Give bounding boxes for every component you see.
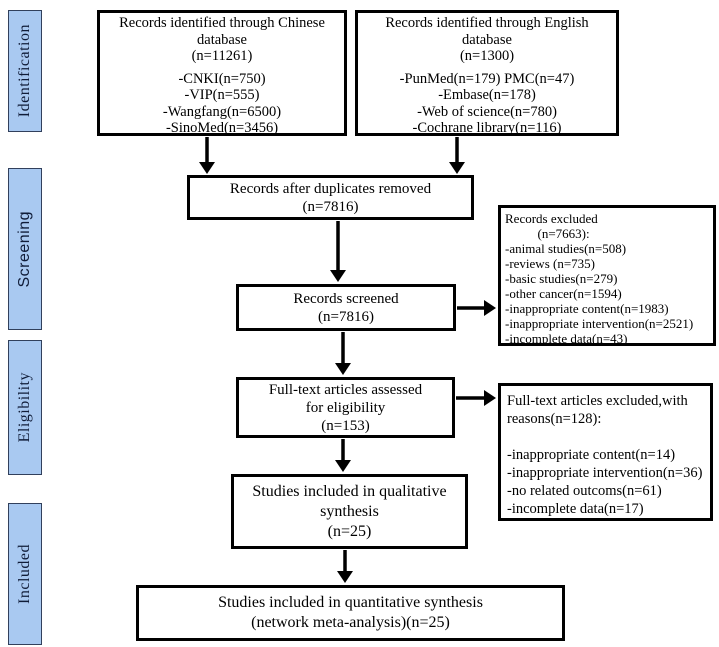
text-line: Full-text articles excluded,with: [507, 393, 688, 409]
stage-eligibility-label: Eligibility: [16, 372, 33, 443]
stage-included-label: Included: [16, 544, 33, 604]
text-line: -reviews (n=735): [505, 256, 595, 271]
text-line: -Web of science(n=780): [417, 103, 557, 120]
text-line: (n=7816): [318, 308, 374, 325]
text-line: (n=11261): [191, 48, 253, 64]
arrow-english-to-duplicates: [449, 137, 465, 174]
text-line: -incomplete data(n=43): [505, 331, 628, 346]
box-records-excluded: Records excluded (n=7663):-animal studie…: [498, 205, 716, 346]
box-duplicates-removed: Records after duplicates removed(n=7816): [187, 175, 474, 220]
text-line: database: [462, 31, 512, 48]
box-records-screened: Records screened(n=7816): [236, 284, 456, 331]
box-items: -CNKI(n=750)-VIP(n=555)-Wangfang(n=6500)…: [100, 71, 344, 137]
text-line: -VIP(n=555): [184, 87, 260, 103]
text-line: Records screened: [293, 290, 399, 307]
text-line: database: [197, 31, 247, 48]
text-line: Records after duplicates removed: [229, 180, 432, 197]
stage-identification-label: Identification: [16, 24, 33, 118]
text-line: -CNKI(n=750): [178, 70, 266, 87]
text-line: Full-text articles assessed: [268, 381, 423, 398]
text-line: -no related outcoms(n=61): [507, 483, 662, 499]
text-line: -basic studies(n=279): [505, 271, 618, 286]
text-line: Studies included in qualitative: [252, 482, 447, 500]
text-line: -inappropriate content(n=1983): [505, 301, 669, 316]
stage-identification: Identification: [8, 10, 42, 132]
text-line: Records excluded: [505, 211, 598, 226]
box-qualitative-synthesis: Studies included in qualitative synthesis…: [231, 474, 468, 549]
arrow-fulltext-to-excluded: [456, 390, 496, 406]
text-line: -animal studies(n=508): [505, 241, 627, 256]
box-text: Full-text articles excluded,with reasons(…: [507, 392, 704, 518]
stage-screening: Screening: [8, 168, 42, 330]
box-fulltext-excluded: Full-text articles excluded,with reasons(…: [498, 383, 713, 521]
box-text: Records excluded (n=7663):-animal studie…: [505, 211, 709, 346]
arrow-qualitative-to-quantitative: [337, 550, 353, 583]
arrow-screened-to-fulltext: [335, 332, 351, 375]
text-line: -Cochrane library(n=116): [412, 120, 562, 136]
text-line: -inappropriate content(n=14): [507, 447, 676, 463]
text-line: -inappropriate intervention(n=2521): [505, 316, 694, 331]
box-text: Studies included in qualitative synthesis…: [234, 477, 465, 546]
text-line: [507, 428, 704, 446]
box-text: Studies included in quantitative synthes…: [139, 588, 562, 638]
text-line: (n=7663):: [505, 226, 590, 241]
text-line: -other cancer(n=1594): [505, 286, 622, 301]
arrow-chinese-to-duplicates: [199, 137, 215, 174]
text-line: -PunMed(n=179) PMC(n=47): [399, 70, 575, 87]
text-line: -incomplete data(n=17): [507, 501, 644, 517]
arrow-duplicates-to-screened: [330, 221, 346, 282]
arrow-screened-to-excluded: [457, 300, 496, 316]
arrow-fulltext-to-qualitative: [335, 439, 351, 472]
text-line: -SinoMed(n=3456): [165, 120, 279, 136]
stage-screening-label: Screening: [16, 210, 33, 288]
stage-included: Included: [8, 503, 42, 645]
text-line: (n=153): [321, 417, 370, 434]
text-line: (network meta-analysis)(n=25): [251, 614, 450, 631]
text-line: (n=7816): [302, 198, 359, 215]
box-quantitative-synthesis: Studies included in quantitative synthes…: [136, 585, 565, 641]
text-line: -Embase(n=178): [438, 87, 536, 103]
text-line: Studies included in quantitative synthes…: [218, 594, 483, 611]
text-line: Records identified through English: [385, 15, 589, 31]
text-line: -inappropriate intervention(n=36): [507, 465, 703, 481]
text-line: (n=25): [327, 522, 372, 540]
text-line: reasons(n=128):: [507, 411, 602, 427]
text-line: synthesis: [320, 502, 379, 520]
text-line: Records identified through Chinese: [119, 15, 325, 31]
text-line: for eligibility: [305, 399, 386, 416]
box-text: Records after duplicates removed(n=7816): [190, 178, 471, 217]
stage-eligibility: Eligibility: [8, 340, 42, 475]
text-line: (n=1300): [459, 48, 515, 64]
text-line: -Wangfang(n=6500): [162, 103, 282, 120]
box-text: Records screened(n=7816): [239, 287, 453, 328]
box-items: -PunMed(n=179) PMC(n=47)-Embase(n=178)-W…: [358, 71, 616, 137]
